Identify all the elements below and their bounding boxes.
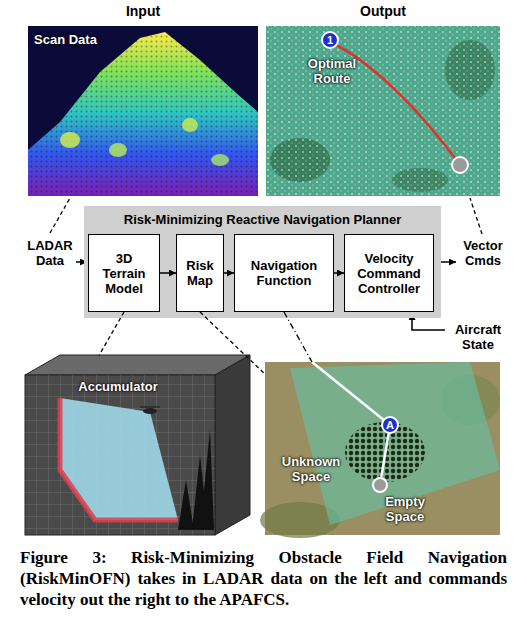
output-route-image-part	[266, 26, 500, 196]
risk-map-panel: Unknown SpaceEmpty Space	[265, 362, 500, 535]
planner-panel: Risk-Minimizing Reactive Navigation Plan…	[84, 206, 441, 318]
accumulator-illustration-part	[25, 375, 215, 535]
process-box: 3D Terrain Model	[88, 234, 160, 312]
scan-data-image-part	[109, 143, 127, 157]
accumulator-illustration-part	[215, 355, 250, 535]
flow-arrow	[334, 272, 344, 274]
panel-heading: Output	[266, 4, 500, 19]
box-label: Velocity Command Controller	[349, 251, 429, 296]
scan-data-image-part	[28, 32, 258, 196]
dashed-link	[99, 312, 124, 355]
output-label-holder: Vector Cmds	[452, 238, 514, 268]
risk-map-image-part	[373, 478, 387, 492]
output-route-panel: OutputOptimal Route	[266, 26, 500, 196]
scan-data-image-part	[211, 154, 229, 166]
accumulator-illustration-part	[60, 398, 178, 520]
input-label-holder: Aircraft State	[442, 322, 514, 352]
output-route-image	[266, 26, 500, 196]
image-label-holder: Accumulator	[73, 379, 163, 394]
box-label: 3D Terrain Model	[93, 251, 155, 296]
output-label: Vector Cmds	[452, 238, 514, 268]
accumulator-illustration-part	[25, 355, 250, 375]
scan-data-image-part	[28, 32, 258, 196]
flow-arrow	[160, 272, 176, 274]
dashed-link	[284, 312, 312, 362]
image-label: Optimal Route	[300, 56, 364, 86]
scan-data-panel: InputScan Data	[28, 26, 258, 196]
image-label-holder: Optimal Route	[300, 56, 364, 86]
output-route-image-part	[452, 157, 468, 173]
panel-title-holder: Risk-Minimizing Reactive Navigation Plan…	[84, 212, 441, 227]
callout-number: A	[386, 418, 394, 432]
panel-heading-holder: Input	[28, 4, 258, 19]
box-label: Navigation Function	[239, 258, 329, 288]
dashed-link	[200, 312, 265, 374]
scan-data-image	[28, 26, 258, 196]
figure-caption: Figure 3: Risk-Minimizing Obstacle Field…	[20, 547, 507, 610]
input-label: Aircraft State	[442, 322, 514, 352]
image-label: Scan Data	[34, 32, 114, 47]
region-label-holder: Empty Space	[365, 494, 445, 524]
region-label-holder: Unknown Space	[275, 454, 347, 484]
region-label: Unknown Space	[275, 454, 347, 484]
input-label-holder: LADAR Data	[20, 238, 80, 268]
risk-map-image-part	[290, 362, 500, 525]
accumulator-illustration-part	[60, 398, 178, 520]
accumulator-illustration-part	[178, 480, 194, 530]
scan-data-image-part	[28, 26, 258, 196]
figure-caption-holder: Figure 3: Risk-Minimizing Obstacle Field…	[20, 547, 507, 610]
scan-data-image-part	[182, 118, 198, 132]
risk-map-image	[260, 362, 500, 538]
callout-number-holder: A	[381, 416, 399, 434]
leader-lines	[50, 198, 482, 330]
panel-heading-holder: Output	[266, 4, 500, 19]
process-box: Velocity Command Controller	[344, 234, 434, 312]
leader-lines-part	[50, 198, 70, 233]
scan-data-image-part	[60, 132, 80, 148]
leader-lines-part	[470, 198, 482, 234]
accumulator-illustration-part	[25, 375, 215, 535]
region-label: Empty Space	[365, 494, 445, 524]
accumulator-illustration	[25, 355, 250, 535]
accumulator-illustration-part	[143, 408, 157, 414]
panel-heading: Input	[28, 4, 258, 19]
process-box: Navigation Function	[234, 234, 334, 312]
callout-number-holder: 1	[321, 31, 339, 49]
input-label: LADAR Data	[20, 238, 80, 268]
box-label-holder: Velocity Command Controller	[345, 235, 433, 311]
box-label: Risk Map	[181, 258, 219, 288]
box-label-holder: 3D Terrain Model	[89, 235, 159, 311]
box-label-holder: Navigation Function	[235, 235, 333, 311]
output-route-image-part	[266, 26, 500, 196]
accumulator-panel: Accumulator	[25, 355, 250, 535]
accumulator-illustration-part	[140, 406, 160, 407]
callout-number: 1	[327, 33, 333, 47]
panel-title: Risk-Minimizing Reactive Navigation Plan…	[84, 212, 441, 227]
box-label-holder: Risk Map	[177, 235, 223, 311]
image-label: Accumulator	[73, 379, 163, 394]
accumulator-illustration-part	[200, 430, 214, 530]
image-label-holder: Scan Data	[34, 32, 114, 47]
flow-arrow	[224, 272, 234, 274]
process-box: Risk Map	[176, 234, 224, 312]
